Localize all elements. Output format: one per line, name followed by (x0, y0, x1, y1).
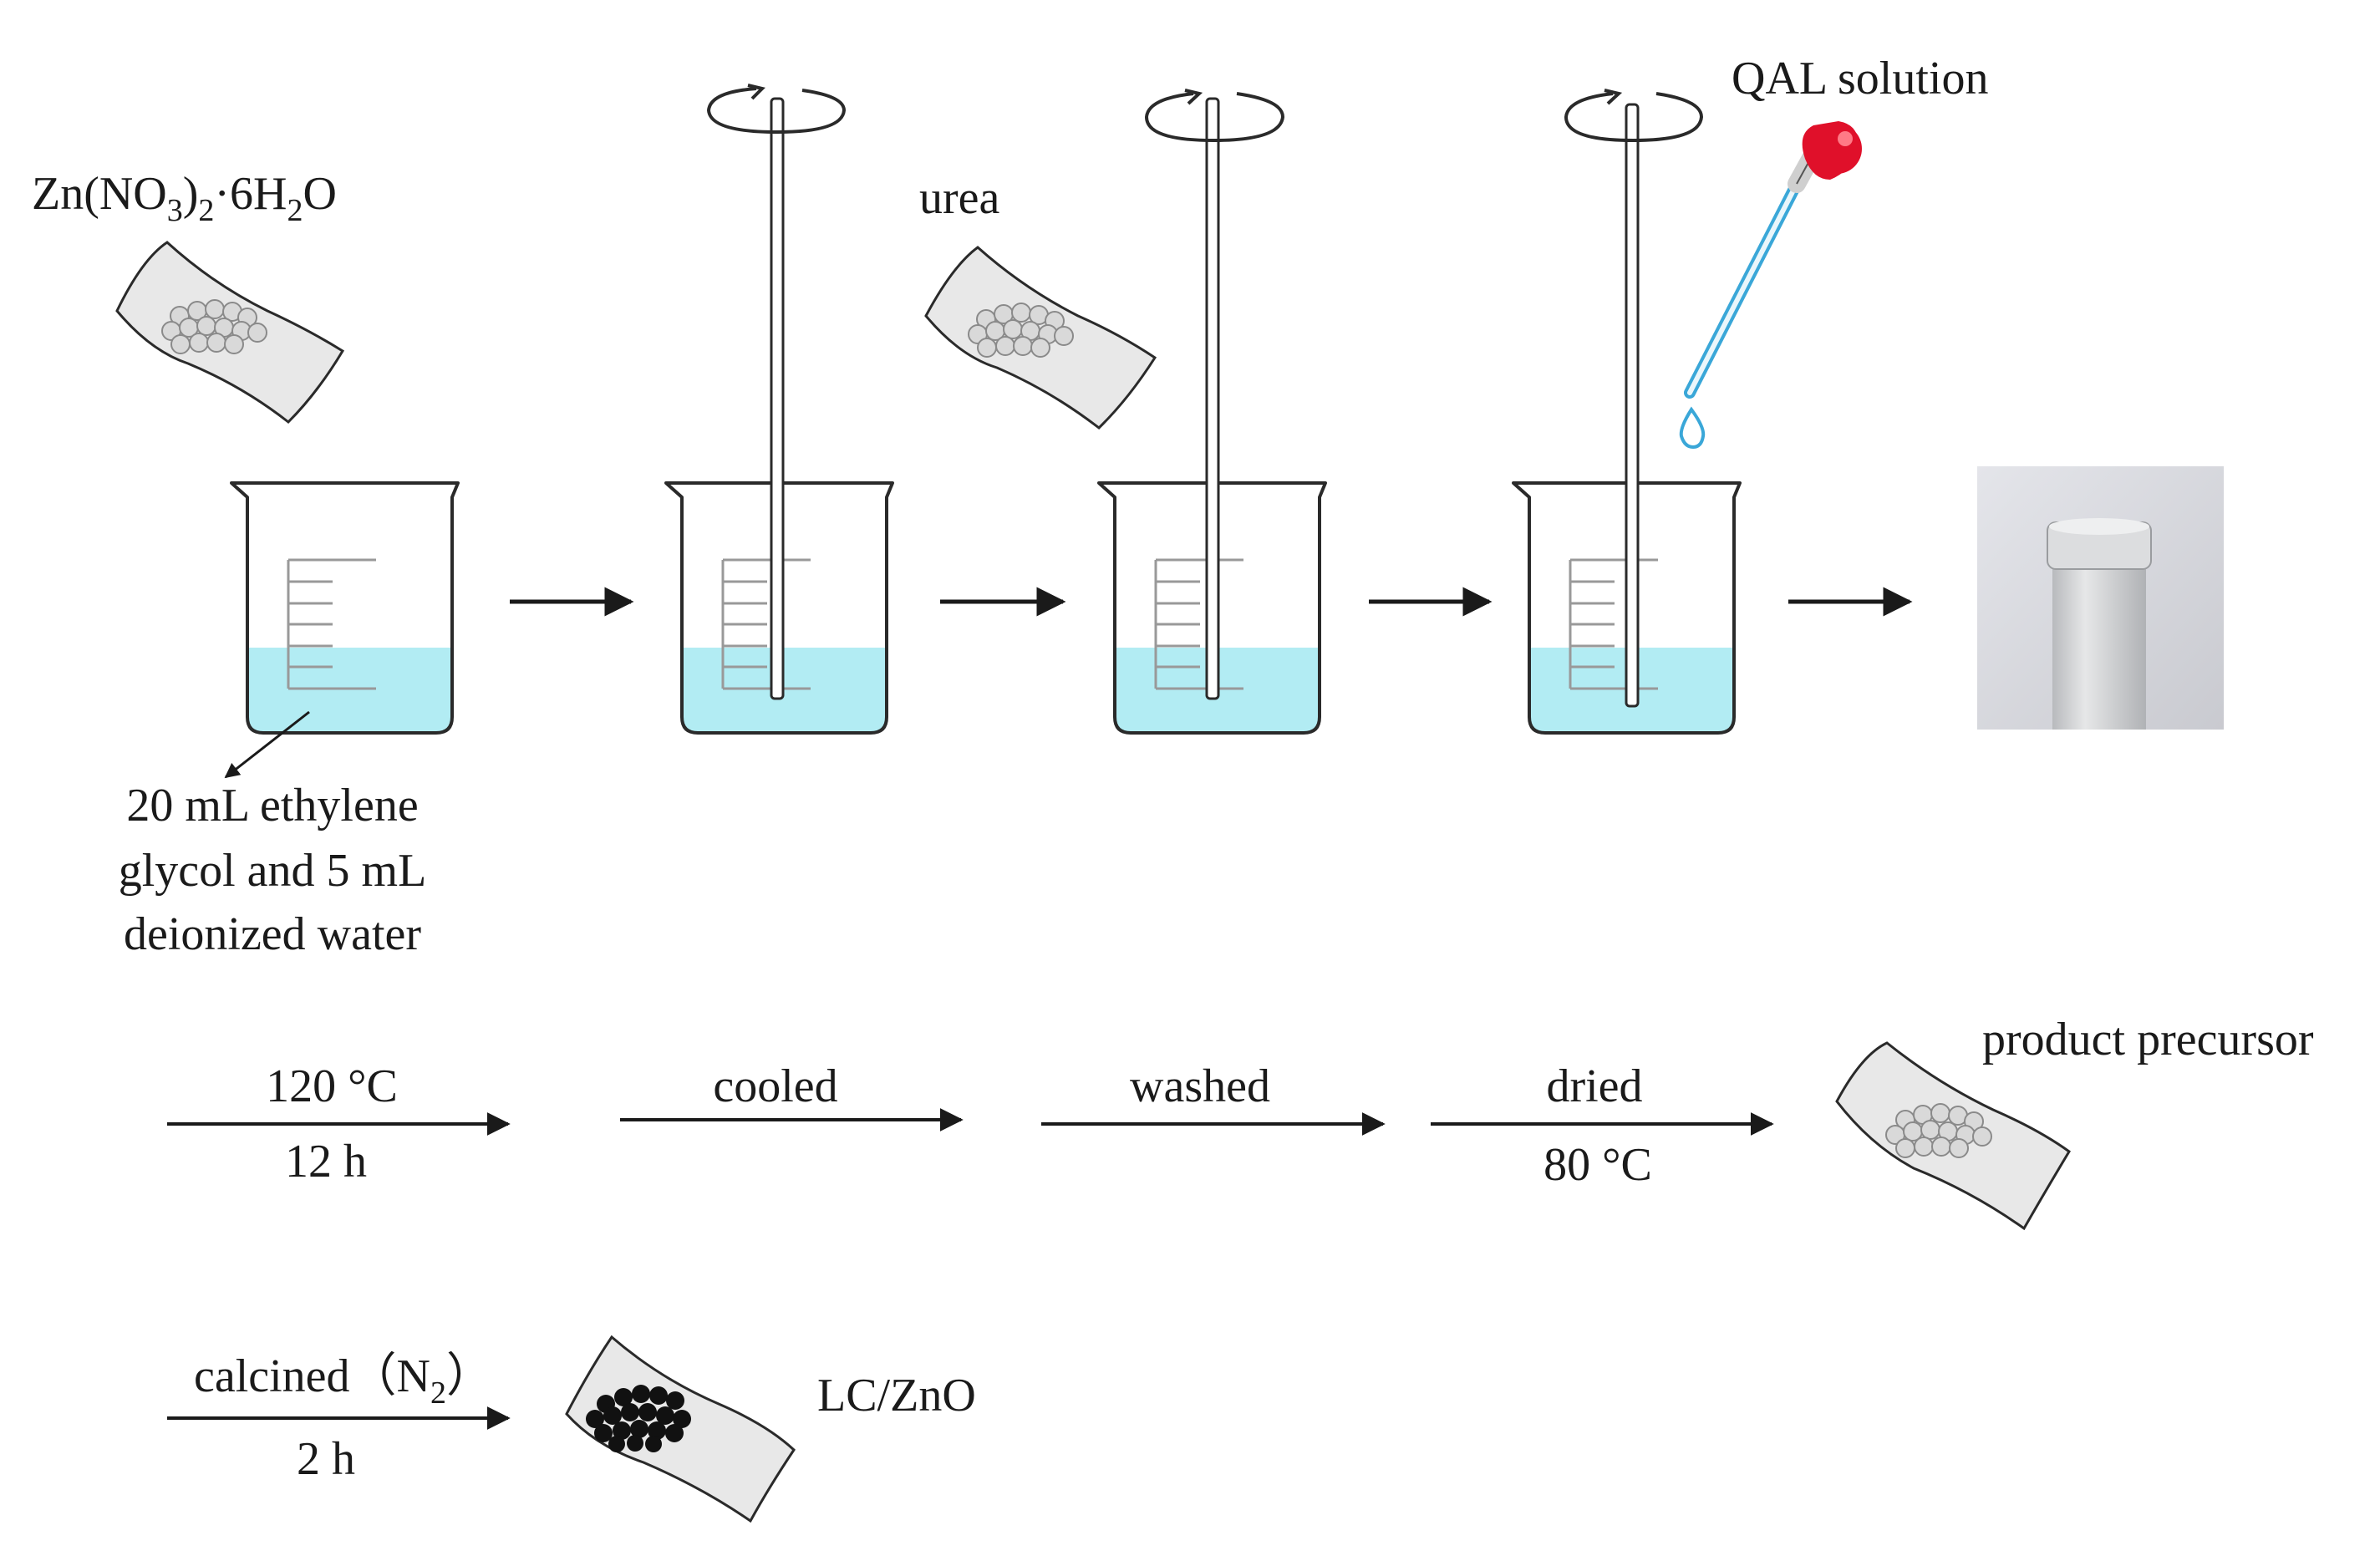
product-precursor-label: product precursor (1982, 1014, 2314, 1065)
rotation-arrow-icon (1564, 89, 1704, 143)
qal-solution-label: QAL solution (1732, 53, 1988, 104)
solvent-label-line3: deionized water (124, 908, 421, 960)
stirrer-icon (1205, 97, 1220, 700)
rotation-arrow-icon (1144, 89, 1285, 143)
granules (586, 1385, 691, 1452)
granules (1885, 1103, 1992, 1158)
step-dried-temp: 80 °C (1543, 1139, 1652, 1191)
solvent-label-line1: 20 mL ethylene (126, 780, 418, 831)
pipette-icon (1684, 121, 1862, 399)
urea-label: urea (919, 172, 1000, 224)
step-calcined-time: 2 h (297, 1433, 355, 1485)
granules (161, 299, 267, 354)
rotation-arrow-icon (706, 84, 847, 135)
step-heat-time: 12 h (285, 1136, 367, 1187)
step-cooled: cooled (713, 1060, 837, 1112)
beaker-icon (230, 481, 460, 735)
stirrer-icon (770, 97, 785, 700)
solvent-pointer-arrow (224, 710, 310, 779)
weighing-paper-icon (1835, 1041, 2071, 1231)
granules (968, 303, 1074, 358)
step-heat-temp: 120 °C (266, 1060, 398, 1112)
weighing-paper-icon (115, 241, 345, 424)
step-washed: washed (1130, 1060, 1270, 1112)
weighing-paper-icon (565, 1335, 796, 1523)
autoclave-photo (1977, 466, 2224, 730)
step-dried: dried (1546, 1060, 1642, 1112)
droplet-icon (1679, 406, 1706, 450)
solvent-label-line2: glycol and 5 mL (119, 845, 427, 897)
step-calcined: calcined（N2） (194, 1350, 493, 1411)
weighing-paper-icon (924, 246, 1157, 430)
lc-zno-label: LC/ZnO (817, 1370, 976, 1421)
zinc-nitrate-label: Zn(NO3)2·6H2O (32, 168, 337, 228)
stirrer-icon (1625, 103, 1640, 708)
